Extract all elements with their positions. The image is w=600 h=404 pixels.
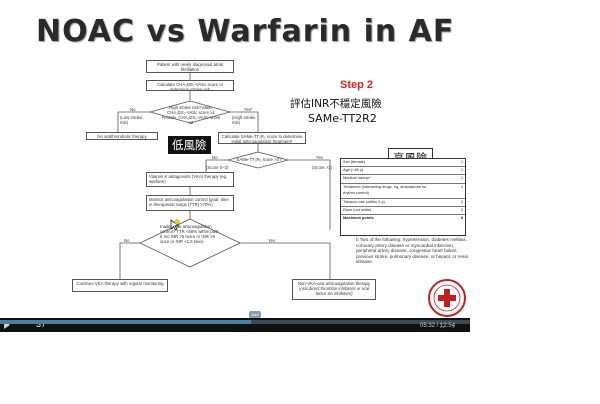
time-display: 05:32 / 12:54 bbox=[420, 323, 456, 329]
flow-node-no-antithrombotic: No antithrombotic therapy bbox=[86, 132, 158, 140]
footnote: b Two of the following: hypertension, di… bbox=[356, 237, 468, 265]
flow-label-no: No bbox=[130, 107, 136, 112]
slide: NOAC vs Warfarin in AF Patient with newl… bbox=[36, 14, 468, 317]
flow-label-yes2: Yes bbox=[316, 155, 324, 160]
seek-handle[interactable]: Add bbox=[249, 311, 261, 318]
play-icon[interactable] bbox=[4, 321, 10, 329]
score-row-value: 1 bbox=[460, 167, 463, 173]
flow-decision-inadequate: Inadequate anticoagulation control? TTR … bbox=[160, 224, 219, 244]
step-label: Step 2 bbox=[340, 79, 374, 91]
score-row-label: Maximum points bbox=[343, 215, 374, 221]
low-risk-label: 低風險 bbox=[168, 136, 211, 154]
flow-label-yes: Yes* bbox=[244, 107, 253, 112]
flow-node-vka: Vitamin K antagonists (VKA) therapy (eg,… bbox=[146, 172, 234, 187]
flow-node-non-vka: Non-VKA-oral anticoagulation therapy (or… bbox=[292, 279, 376, 300]
flow-label-yes3: Yes bbox=[268, 238, 276, 243]
flow-decision-stroke-risk: High stroke risk? Male, CHA₂DS₂-VASc sco… bbox=[161, 105, 221, 125]
score-row-value: 1 bbox=[460, 175, 463, 181]
samme-heading: SAMe-TT2R2 bbox=[308, 112, 377, 125]
score-row-label: Age (<60 y) bbox=[343, 167, 364, 173]
progress-track[interactable] bbox=[0, 320, 470, 324]
flow-node-calc-samme: Calculate SAMe-TT₂R₂ score to determine … bbox=[218, 132, 306, 144]
score-row-label: Race (not white) bbox=[343, 207, 372, 213]
score-row-value: 2 bbox=[460, 198, 463, 204]
fullscreen-icon[interactable]: ⛶ bbox=[440, 324, 445, 330]
samme-score-table: Sex (female) 1 Age (<60 y) 1 Medical histo… bbox=[340, 158, 466, 236]
flow-decision-samme: SAMe-TT₂R₂ score >2? bbox=[236, 157, 282, 162]
score-row-value: 1 bbox=[460, 159, 463, 164]
score-row-label: Tobacco use (within 2 y) bbox=[343, 198, 385, 204]
flow-label-no2: No bbox=[212, 155, 218, 160]
score-row-value: 8 bbox=[460, 215, 463, 221]
score-row-label: Medical history* bbox=[343, 175, 371, 181]
flow-node-new-af: Patient with newly diagnosed atrial fibr… bbox=[146, 60, 234, 73]
step-description: 評估INR不穩定風險 bbox=[290, 98, 382, 110]
cursor-icon bbox=[170, 219, 180, 231]
slide-number: 37 bbox=[36, 319, 47, 329]
flow-label-high-stroke: (High stroke risk) bbox=[232, 115, 256, 125]
score-row-label: Sex (female) bbox=[343, 159, 366, 164]
progress-fill bbox=[0, 320, 252, 324]
score-row-value: 2 bbox=[460, 207, 463, 213]
slide-title: NOAC vs Warfarin in AF bbox=[36, 14, 455, 49]
flow-label-score-gt2: (Score >2) bbox=[312, 165, 333, 170]
flow-node-continue-vka: Continue VKA therapy with regular monito… bbox=[72, 279, 168, 292]
flow-node-monitor: Monitor anticoagulation control (goal, t… bbox=[146, 195, 234, 211]
flow-label-no3: No bbox=[124, 238, 130, 243]
score-row-label: Treatment (interacting drugs, eg, amioda… bbox=[343, 183, 427, 196]
flow-label-low-stroke: (Low stroke risk) bbox=[120, 115, 143, 125]
hospital-seal-icon bbox=[428, 279, 466, 317]
flowchart-connectors bbox=[117, 73, 331, 279]
volume-icon[interactable]: ♪ bbox=[452, 324, 455, 330]
flow-label-score-0-2: (Score 0–2) bbox=[206, 165, 229, 170]
flow-node-calc-cha2ds2: Calculate CHA₂DS₂-VASc score or determin… bbox=[146, 80, 234, 91]
score-row-value: 1 bbox=[460, 183, 463, 189]
